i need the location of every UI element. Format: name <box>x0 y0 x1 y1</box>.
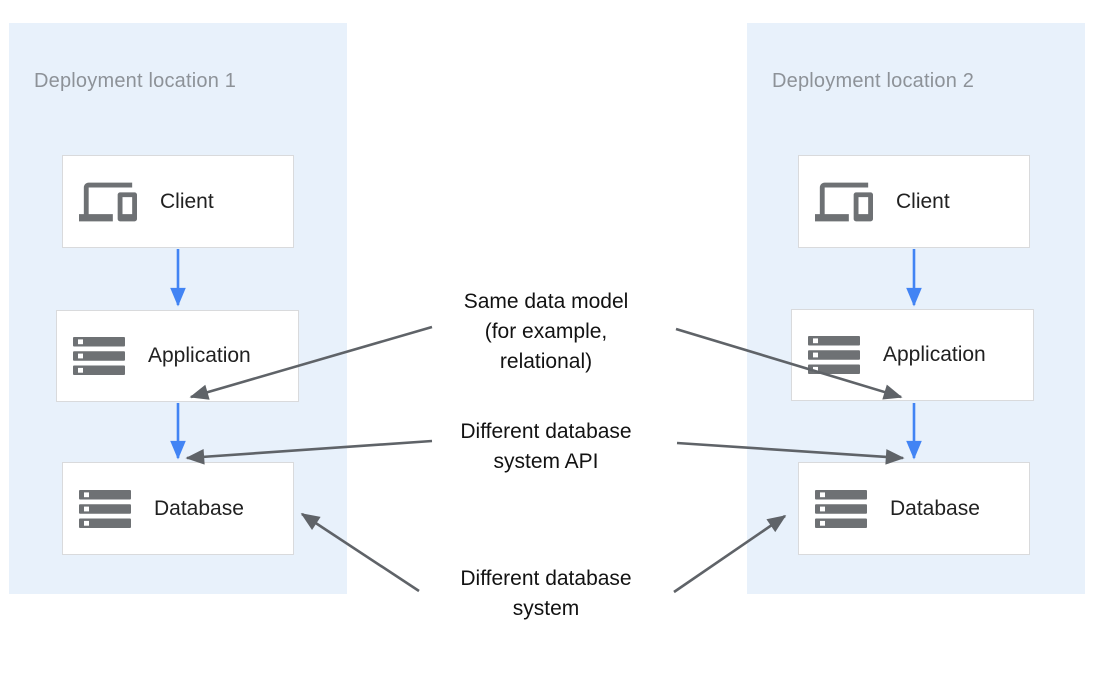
node-client-1: Client <box>62 155 294 248</box>
node-label: Application <box>883 343 986 366</box>
annotation-different-db-api: Different database system API <box>460 420 632 473</box>
node-application-1: Application <box>56 310 299 402</box>
region-title: Deployment location 1 <box>34 70 237 92</box>
node-label: Database <box>890 496 980 520</box>
storage-stack-icon <box>73 337 125 375</box>
node-application-2: Application <box>791 309 1034 401</box>
node-database-1: Database <box>62 462 294 555</box>
storage-stack-icon <box>808 336 860 374</box>
node-label: Client <box>896 189 950 213</box>
node-database-2: Database <box>798 462 1030 555</box>
devices-icon <box>79 173 137 231</box>
node-label: Application <box>148 344 251 367</box>
region-title: Deployment location 2 <box>772 70 975 92</box>
storage-stack-icon <box>79 489 131 528</box>
node-client-2: Client <box>798 155 1030 248</box>
node-label: Database <box>154 496 244 520</box>
deployment-location-1: Deployment location 1 Client Application… <box>9 23 347 594</box>
deployment-location-2: Deployment location 2 Client Application… <box>747 23 1085 594</box>
annotation-different-db-system: Different database system <box>460 567 632 620</box>
node-label: Client <box>160 189 214 213</box>
annotation-same-data-model: Same data model (for example, relational… <box>463 290 629 373</box>
storage-stack-icon <box>815 489 867 528</box>
devices-icon <box>815 173 873 231</box>
